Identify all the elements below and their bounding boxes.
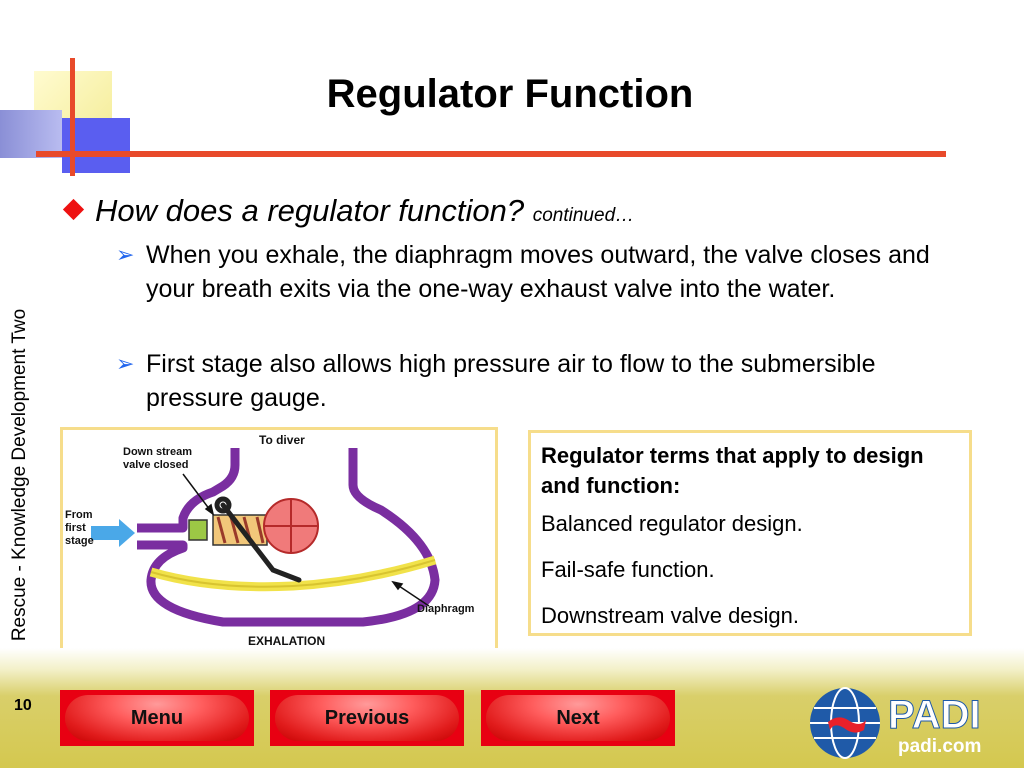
label-from-line2: first <box>65 522 86 534</box>
diaphragm <box>149 555 437 592</box>
decor-vertical-line <box>70 58 75 176</box>
globe-icon <box>810 687 880 759</box>
continued-label: continued… <box>532 205 635 226</box>
exhaust-valve <box>263 498 319 554</box>
sub-bullet-exhale: ➢ When you exhale, the diaphragm moves o… <box>116 238 956 306</box>
sub-bullet-text: First stage also allows high pressure ai… <box>146 350 876 412</box>
sub-bullet-first-stage: ➢ First stage also allows high pressure … <box>116 347 956 415</box>
term-item: Downstream valve design. <box>541 603 800 628</box>
label-valve-line2: valve closed <box>123 459 188 471</box>
previous-button[interactable]: Previous <box>270 690 464 746</box>
terms-box: Regulator terms that apply to design and… <box>528 430 972 636</box>
term-item: Fail-safe function. <box>541 557 715 582</box>
label-from-line1: From <box>65 509 93 521</box>
padi-url-text: padi.com <box>898 736 981 757</box>
label-valve-line1: Down stream <box>123 446 192 458</box>
padi-logo[interactable]: PADI padi.com <box>808 686 1014 760</box>
main-bullet-text: How does a regulator function? <box>95 193 525 228</box>
page-number: 10 <box>14 697 32 714</box>
label-pointers <box>182 473 430 607</box>
label-from-line3: stage <box>65 535 94 547</box>
next-button-label: Next <box>486 695 670 741</box>
regulator-exhalation-diagram: To diver Down stream valve closed From f… <box>60 427 498 653</box>
side-caption: Rescue - Knowledge Development Two <box>9 308 30 642</box>
label-to-diver: To diver <box>259 433 305 447</box>
next-button[interactable]: Next <box>481 690 675 746</box>
menu-button[interactable]: Menu <box>60 690 254 746</box>
padi-logo-svg: PADI padi.com <box>810 687 981 759</box>
term-item: Balanced regulator design. <box>541 511 803 536</box>
menu-button-label: Menu <box>65 695 249 741</box>
title-underline <box>36 151 946 157</box>
terms-heading: Regulator terms that apply to design and… <box>541 443 924 498</box>
sub-bullet-text: When you exhale, the diaphragm moves out… <box>146 241 930 303</box>
padi-brand-text: PADI <box>888 693 981 737</box>
regulator-diagram-svg: To diver Down stream valve closed From f… <box>65 433 475 648</box>
previous-button-label: Previous <box>275 695 459 741</box>
arrow-bullet-icon: ➢ <box>116 242 135 267</box>
arrow-bullet-icon: ➢ <box>116 351 135 376</box>
first-stage-inlet <box>91 519 135 547</box>
slide-title: Regulator Function <box>326 72 694 116</box>
valve-lever <box>214 496 302 583</box>
diamond-bullet-icon <box>62 198 85 221</box>
downstream-valve <box>188 514 268 546</box>
main-bullet: How does a regulator function? continued… <box>62 193 635 229</box>
label-diaphragm: Diaphragm <box>417 603 475 615</box>
decor-square-blue-light <box>0 110 62 158</box>
diagram-caption: EXHALATION <box>248 634 325 648</box>
